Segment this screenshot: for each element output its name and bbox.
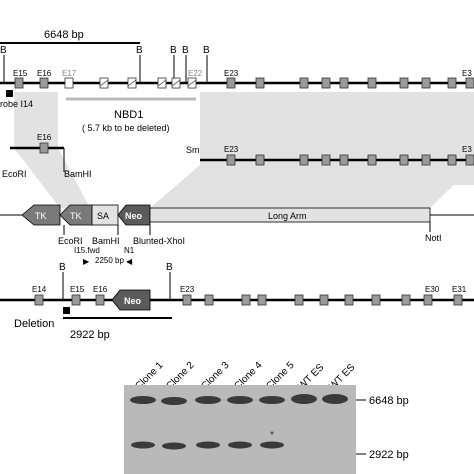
lower-band-5	[260, 441, 284, 449]
recombined-neo-label: Neo	[124, 296, 142, 306]
pcr-size-label: 2250 bp	[95, 256, 124, 265]
primer-fwd-label: I15.fwd	[74, 246, 100, 255]
short-arm-bamhi: BamHI	[64, 169, 92, 179]
long-arm-box	[149, 207, 431, 223]
vector-site-ticks	[63, 222, 431, 235]
site-b-5: B	[203, 45, 210, 56]
fragment-2922-label: 2922 bp	[70, 329, 110, 341]
upper-bands	[130, 394, 348, 405]
long-arm-e3x-label: E3	[462, 145, 472, 154]
vector-noti: NotI	[425, 233, 442, 243]
primer-fwd-arrow: ▶	[83, 257, 90, 266]
exon-e22-label: E22	[188, 69, 203, 78]
site-b-3: B	[170, 45, 177, 56]
exon-e17-label: E17	[62, 69, 77, 78]
exon-e15-label: E15	[13, 69, 28, 78]
recombined-neo-cassette	[111, 289, 151, 311]
recombined-site-markers	[62, 272, 171, 300]
lower-bands	[131, 441, 284, 450]
upper-band-label: 6648 bp	[369, 395, 409, 407]
upper-band-2	[161, 397, 187, 405]
vector-bamhi: BamHI	[92, 236, 120, 246]
homology-shading-long-arm	[150, 165, 474, 208]
exon-e16-label: E16	[37, 69, 52, 78]
short-arm-exon-e16	[39, 142, 49, 154]
recombined-e16: E16	[93, 285, 108, 294]
tk1-label: TK	[35, 211, 47, 221]
site-b-1: B	[0, 45, 7, 56]
homology-shading-left	[14, 92, 58, 148]
recombined-e15: E15	[70, 285, 85, 294]
primer-n1-label: N1	[124, 246, 135, 255]
recombined-e14: E14	[32, 285, 47, 294]
sm-label: Sm	[186, 145, 200, 155]
upper-band-5	[259, 396, 285, 404]
long-arm-exons	[226, 154, 474, 166]
lower-band-label: 2922 bp	[369, 449, 409, 461]
short-arm-ecori: EcoRI	[2, 169, 27, 179]
deleted-note: ( 5.7 kb to be deleted)	[82, 123, 170, 133]
recombined-e23: E23	[180, 285, 195, 294]
upper-band-4	[227, 396, 253, 404]
fragment-6648-label: 6648 bp	[44, 29, 84, 41]
probe-marker	[6, 90, 13, 97]
homology-shading-short-arm	[14, 148, 90, 208]
upper-band-6	[291, 394, 317, 404]
recombined-site-b-2: B	[166, 262, 173, 273]
recombined-probe-marker	[63, 307, 70, 314]
hatched-exon-marks	[99, 79, 197, 87]
lower-band-2	[162, 442, 186, 450]
lower-band-3	[196, 441, 220, 449]
site-b-4: B	[182, 45, 189, 56]
neo-label: Neo	[125, 211, 143, 221]
long-arm-label: Long Arm	[268, 211, 307, 221]
recombined-site-b-1: B	[59, 262, 66, 273]
upper-band-1	[130, 396, 156, 404]
vector-blunted-xhoi: Blunted-XhoI	[133, 236, 185, 246]
tk2-label: TK	[70, 211, 82, 221]
nbd1-label: NBD1	[114, 109, 143, 121]
recombined-e30: E30	[425, 285, 440, 294]
exon-e23-label: E23	[224, 69, 239, 78]
upper-band-7	[322, 394, 348, 404]
exon-e3x-label: E3	[462, 69, 472, 78]
long-arm-e23-label: E23	[224, 145, 239, 154]
upper-band-3	[195, 396, 221, 404]
vector-ecori: EcoRI	[58, 236, 83, 246]
recombined-exons	[34, 294, 463, 306]
lower-band-4	[228, 441, 252, 449]
short-arm-e16-label: E16	[37, 133, 52, 142]
primer-n1-arrow: ◀	[126, 257, 133, 266]
site-b-2: B	[136, 45, 143, 56]
deletion-label: Deletion	[14, 318, 54, 330]
blot-artifact-dot	[270, 431, 274, 435]
probe-label: robe I14	[0, 99, 33, 109]
lower-band-1	[131, 441, 155, 449]
sa-label: SA	[97, 211, 109, 221]
recombined-e31: E31	[452, 285, 467, 294]
